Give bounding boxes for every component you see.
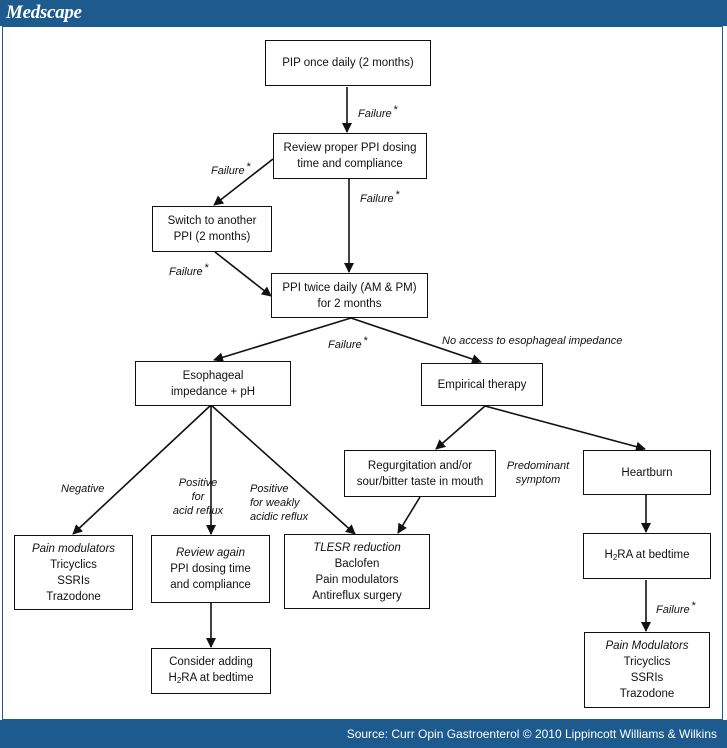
node-ppi-twice-daily: PPI twice daily (AM & PM) for 2 months	[271, 273, 428, 318]
node-consider-adding-h2ra: Consider adding H2RA at bedtime	[151, 648, 271, 694]
footer-bar: Source: Curr Opin Gastroenterol © 2010 L…	[0, 720, 727, 748]
label-failure-4: Failure*	[169, 262, 209, 278]
source-citation: Source: Curr Opin Gastroenterol © 2010 L…	[346, 727, 717, 741]
arrow-impedance-to-tlesr	[210, 404, 356, 535]
node-empirical-therapy: Empirical therapy	[421, 363, 543, 406]
node-heartburn: Heartburn	[583, 450, 711, 495]
label-positive-weak: Positive for weakly acidic reflux	[250, 483, 309, 523]
label-failure-3: Failure*	[360, 189, 400, 205]
node-review-again: Review again PPI dosing time and complia…	[151, 535, 270, 603]
label-positive-acid: Positive for acid reflux	[172, 477, 224, 517]
medscape-logo[interactable]: Medscape	[6, 2, 82, 23]
label-failure-5: Failure*	[328, 335, 368, 351]
arrow-regurgitation-to-tlesr	[397, 496, 421, 534]
arrow-empirical-to-heartburn	[484, 405, 646, 452]
node-pip-once-daily: PIP once daily (2 months)	[265, 40, 431, 86]
label-predominant-symptom: Predominant symptom	[506, 460, 570, 486]
label-no-access: No access to esophageal impedance	[442, 335, 623, 347]
node-h2ra-bedtime: H2RA at bedtime	[583, 533, 711, 579]
node-esophageal-impedance: Esophageal impedance + pH	[135, 361, 291, 406]
diagram-frame	[2, 26, 723, 720]
label-failure-2: Failure*	[211, 161, 251, 177]
arrow-switch-to-twice	[214, 251, 272, 297]
arrow-empirical-to-regurgitation	[435, 405, 486, 450]
label-failure-6: Failure*	[656, 600, 696, 616]
node-tlesr-reduction: TLESR reduction Baclofen Pain modulators…	[284, 534, 430, 609]
arrow-twice-to-empirical	[350, 317, 482, 364]
node-regurgitation: Regurgitation and/or sour/bitter taste i…	[344, 450, 496, 497]
node-switch-ppi: Switch to another PPI (2 months)	[152, 206, 272, 252]
label-failure-1: Failure*	[358, 104, 398, 120]
arrow-review-to-switch	[213, 158, 274, 206]
arrow-twice-to-impedance	[213, 317, 352, 363]
header-bar: Medscape	[0, 0, 727, 26]
node-review-ppi-dosing: Review proper PPI dosing time and compli…	[273, 133, 427, 179]
node-pain-modulators-1: Pain modulators Tricyclics SSRIs Trazodo…	[14, 535, 133, 610]
label-negative: Negative	[61, 483, 105, 495]
node-pain-modulators-2: Pain Modulators Tricyclics SSRIs Trazodo…	[584, 632, 710, 708]
arrow-impedance-to-painmod	[72, 404, 212, 535]
